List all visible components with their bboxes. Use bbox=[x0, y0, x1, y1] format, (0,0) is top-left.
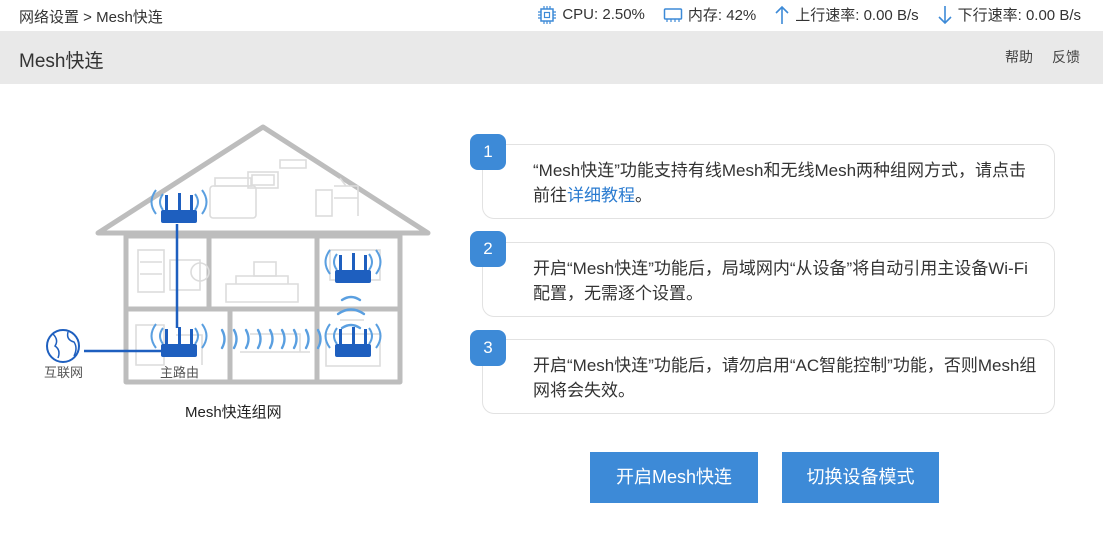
breadcrumb: 网络设置 > Mesh快连 bbox=[19, 6, 163, 27]
router-right-lower-icon bbox=[324, 323, 382, 357]
system-stats: CPU: 2.50% 内存: 42% 上行速率: 0.00 B/s 下行速率: … bbox=[519, 4, 1081, 25]
main-router-label: 主路由 bbox=[160, 365, 199, 380]
top-status-bar: 网络设置 > Mesh快连 CPU: 2.50% 内存: 42% 上行速率: 0… bbox=[0, 0, 1103, 31]
step-3-text: 开启“Mesh快连”功能后，请勿启用“AC智能控制”功能，否则Mesh组网将会失… bbox=[533, 356, 1037, 400]
step-card-1: “Mesh快连”功能支持有线Mesh和无线Mesh两种组网方式，请点击前往详细教… bbox=[482, 144, 1055, 219]
step-card-2: 开启“Mesh快连”功能后，局域网内“从设备”将自动引用主设备Wi-Fi配置，无… bbox=[482, 242, 1055, 317]
page-header: Mesh快连 帮助 反馈 bbox=[0, 31, 1103, 84]
memory-value: 内存: 42% bbox=[687, 7, 757, 24]
breadcrumb-separator: > bbox=[79, 9, 97, 26]
cpu-icon bbox=[538, 5, 557, 24]
breadcrumb-parent[interactable]: 网络设置 bbox=[19, 9, 80, 26]
cpu-value: CPU: 2.50% bbox=[562, 6, 645, 23]
step-3-badge: 3 bbox=[470, 330, 506, 366]
tutorial-link[interactable]: 详细教程 bbox=[567, 186, 635, 205]
illustration-caption: Mesh快连组网 bbox=[185, 404, 282, 421]
internet-globe-icon bbox=[46, 329, 80, 363]
mesh-network-illustration: 互联网 主路由 bbox=[44, 124, 431, 385]
switch-device-mode-button[interactable]: 切换设备模式 bbox=[782, 452, 939, 503]
router-upstairs-icon bbox=[150, 189, 208, 223]
upload-stat: 上行速率: 0.00 B/s bbox=[774, 4, 919, 25]
cpu-stat: CPU: 2.50% bbox=[537, 5, 645, 25]
wifi-waves bbox=[220, 295, 366, 350]
page-title: Mesh快连 bbox=[19, 51, 104, 72]
help-link[interactable]: 帮助 bbox=[1005, 49, 1033, 65]
step-2-text: 开启“Mesh快连”功能后，局域网内“从设备”将自动引用主设备Wi-Fi配置，无… bbox=[533, 259, 1028, 303]
header-links: 帮助 反馈 bbox=[986, 47, 1080, 67]
step-card-3: 开启“Mesh快连”功能后，请勿启用“AC智能控制”功能，否则Mesh组网将会失… bbox=[482, 339, 1055, 414]
enable-mesh-button[interactable]: 开启Mesh快连 bbox=[590, 452, 758, 503]
router-main-icon bbox=[150, 323, 208, 357]
furniture-sketches bbox=[135, 159, 381, 367]
step-1-text: “Mesh快连”功能支持有线Mesh和无线Mesh两种组网方式，请点击前往详细教… bbox=[533, 161, 1027, 205]
upload-arrow-icon bbox=[775, 5, 789, 24]
download-value: 下行速率: 0.00 B/s bbox=[957, 7, 1081, 24]
internet-label: 互联网 bbox=[44, 365, 83, 380]
download-stat: 下行速率: 0.00 B/s bbox=[937, 4, 1081, 25]
step-1-badge: 1 bbox=[470, 134, 506, 170]
breadcrumb-current: Mesh快连 bbox=[96, 9, 163, 26]
step-2-badge: 2 bbox=[470, 231, 506, 267]
upload-value: 上行速率: 0.00 B/s bbox=[795, 7, 919, 24]
memory-stat: 内存: 42% bbox=[663, 4, 756, 25]
feedback-link[interactable]: 反馈 bbox=[1052, 49, 1080, 65]
download-arrow-icon bbox=[938, 5, 952, 24]
router-right-upper-icon bbox=[324, 249, 382, 283]
memory-icon bbox=[663, 7, 683, 22]
